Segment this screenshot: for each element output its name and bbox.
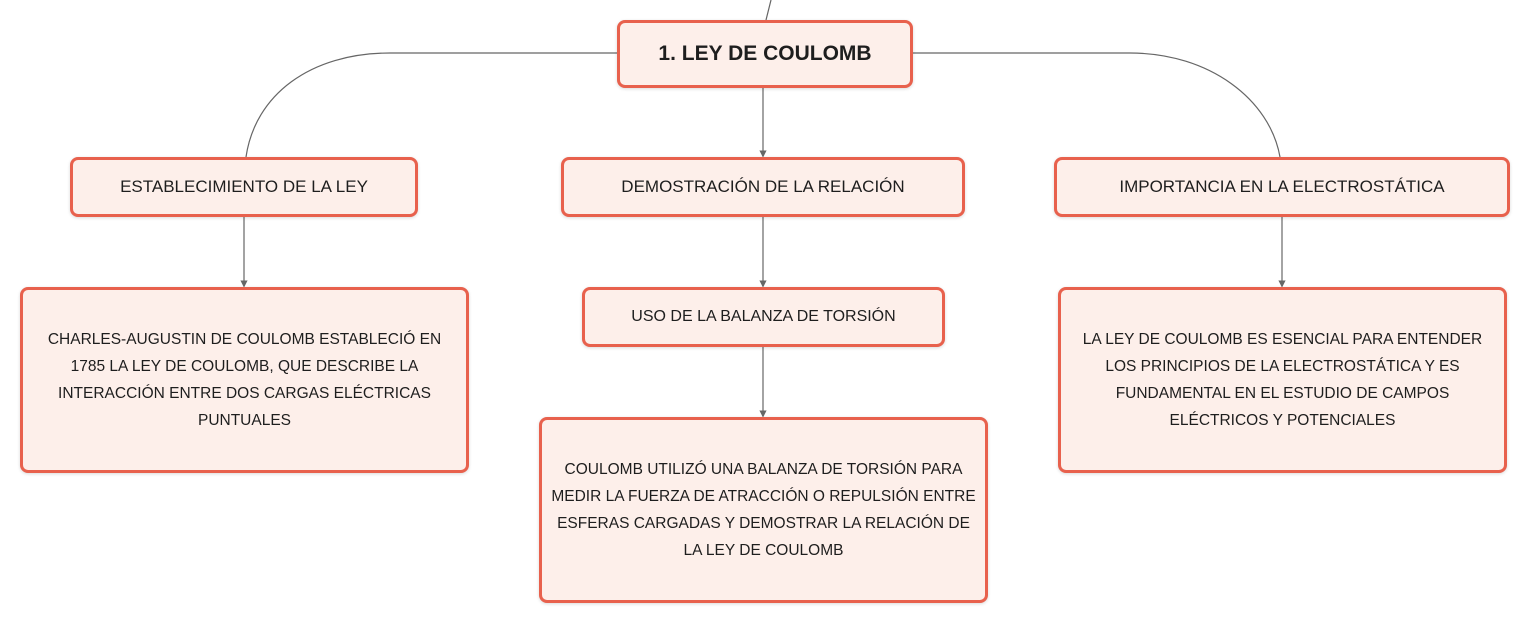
connector-root-importancia <box>913 52 1281 158</box>
detail-node-text: COULOMB UTILIZÓ UNA BALANZA DE TORSIÓN P… <box>551 461 976 559</box>
branch-node-label: ESTABLECIMIENTO DE LA LEY <box>120 177 368 196</box>
root-node[interactable]: 1. LEY DE COULOMB <box>617 20 913 88</box>
detail-node-charles[interactable]: CHARLES-AUGUSTIN DE COULOMB ESTABLECIÓ E… <box>20 287 469 473</box>
connector-parent-root <box>765 0 772 21</box>
branch-node-demostracion[interactable]: DEMOSTRACIÓN DE LA RELACIÓN <box>561 157 965 217</box>
detail-node-balanza-torsion[interactable]: COULOMB UTILIZÓ UNA BALANZA DE TORSIÓN P… <box>539 417 988 603</box>
detail-node-text: LA LEY DE COULOMB ES ESENCIAL PARA ENTEN… <box>1082 331 1483 429</box>
detail-node-importancia[interactable]: LA LEY DE COULOMB ES ESENCIAL PARA ENTEN… <box>1058 287 1507 473</box>
sub-node-label: USO DE LA BALANZA DE TORSIÓN <box>631 308 896 325</box>
connector-root-establecimiento <box>245 52 617 158</box>
detail-node-text: CHARLES-AUGUSTIN DE COULOMB ESTABLECIÓ E… <box>47 331 442 429</box>
branch-node-label: IMPORTANCIA EN LA ELECTROSTÁTICA <box>1119 177 1445 196</box>
sub-node-balanza[interactable]: USO DE LA BALANZA DE TORSIÓN <box>582 287 945 347</box>
branch-node-label: DEMOSTRACIÓN DE LA RELACIÓN <box>621 177 905 196</box>
branch-node-importancia[interactable]: IMPORTANCIA EN LA ELECTROSTÁTICA <box>1054 157 1510 217</box>
branch-node-establecimiento[interactable]: ESTABLECIMIENTO DE LA LEY <box>70 157 418 217</box>
root-node-label: 1. LEY DE COULOMB <box>658 42 872 65</box>
